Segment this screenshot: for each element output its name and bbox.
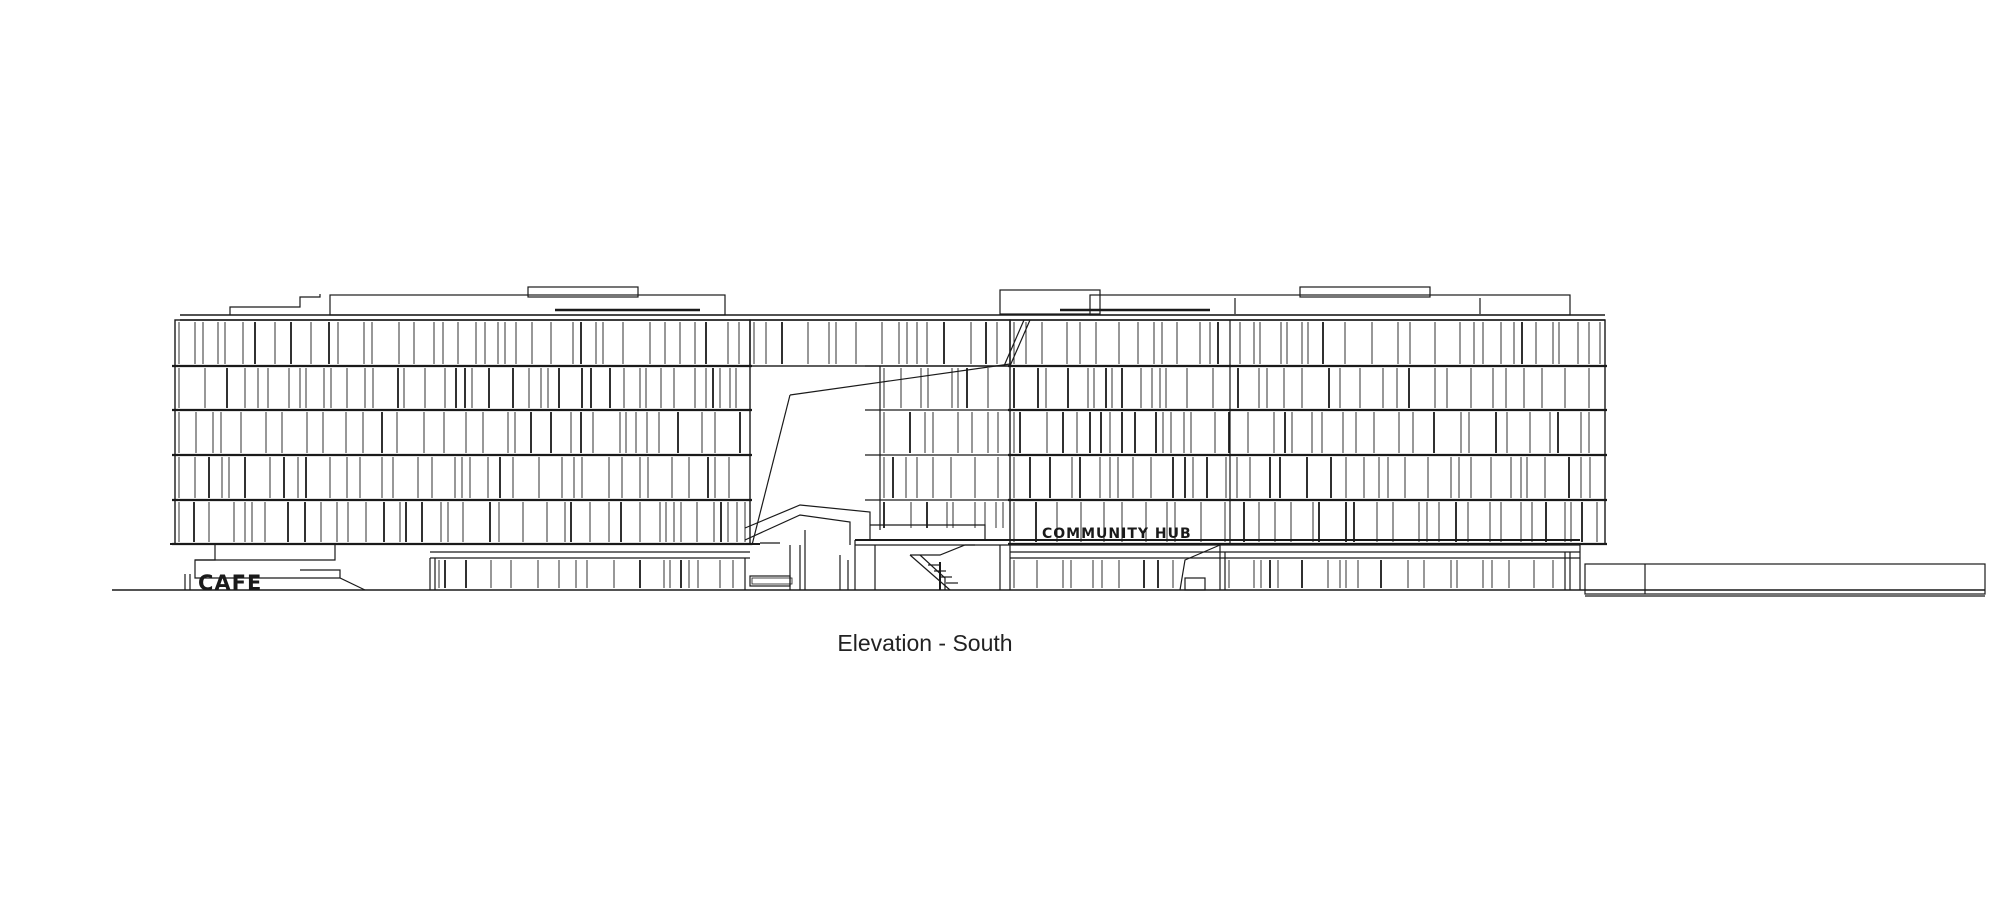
small-signboard (751, 577, 793, 585)
facade-mullions (178, 322, 1601, 588)
cafe-sign: CAFE (198, 571, 262, 595)
elevation-linework (112, 286, 1986, 597)
community-hub-sign: COMMUNITY HUB (1042, 526, 1192, 542)
drawing-caption: Elevation - South (837, 630, 1013, 656)
